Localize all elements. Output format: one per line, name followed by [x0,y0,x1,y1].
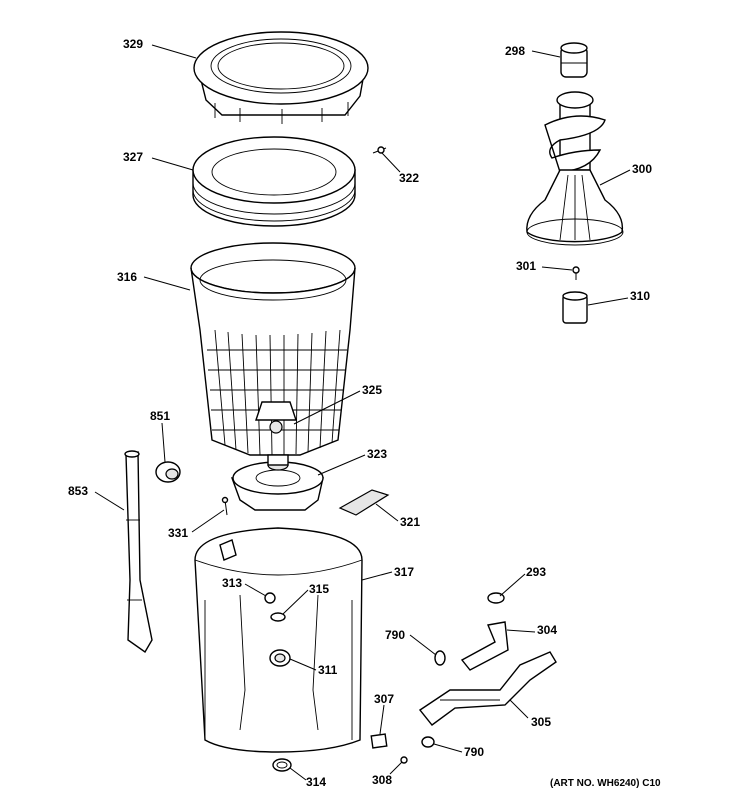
callout-307: 307 [374,692,394,706]
callout-321: 321 [400,515,420,529]
part-304-hose [460,621,509,671]
part-311-bearing [269,649,291,667]
callout-298: 298 [505,44,525,58]
part-327-balance-ring [192,136,356,227]
part-331-screw [221,496,229,516]
part-316-basket [190,242,356,456]
part-315-seal [270,612,286,622]
callout-327: 327 [123,150,143,164]
part-305-drain-hose [418,651,557,726]
part-308-screw [400,756,408,764]
part-790-clamp-lower [421,736,435,748]
callout-314: 314 [306,775,326,789]
callout-311: 311 [318,663,338,677]
part-851-grommet [155,461,181,483]
part-301-bolt [572,266,580,280]
callout-300: 300 [632,162,652,176]
callout-322: 322 [399,171,419,185]
part-314-ring [272,758,292,772]
part-317-outer-tub [194,527,363,753]
callout-310: 310 [630,289,650,303]
callout-323: 323 [367,447,387,461]
callout-315: 315 [309,582,329,596]
part-300-agitator [526,91,624,246]
part-310-agitator-coupling [562,291,588,324]
callout-301: 301 [516,259,536,273]
callout-853: 853 [68,484,88,498]
callout-851: 851 [150,409,170,423]
callout-329: 329 [123,37,143,51]
callout-313: 313 [222,576,242,590]
callout-325: 325 [362,383,382,397]
part-790-clamp-upper [434,650,446,666]
leader-lines [94,44,631,781]
callout-305: 305 [531,715,551,729]
part-313-seal [264,592,276,604]
part-307-bracket [370,733,388,749]
callout-317: 317 [394,565,414,579]
callout-790-upper: 790 [385,628,405,642]
callout-316: 316 [117,270,137,284]
part-329-tub-cover [193,31,369,124]
callout-293: 293 [526,565,546,579]
part-853-hose [124,450,153,654]
art-number: (ART NO. WH6240) C10 [550,778,661,789]
part-322-screw [372,146,387,154]
callout-331: 331 [168,526,188,540]
part-323-hub [231,454,324,511]
callout-790-lower: 790 [464,745,484,759]
part-321-pad [338,489,390,516]
callout-308: 308 [372,773,392,787]
callout-304: 304 [537,623,557,637]
part-298-agitator-cap [560,42,588,78]
